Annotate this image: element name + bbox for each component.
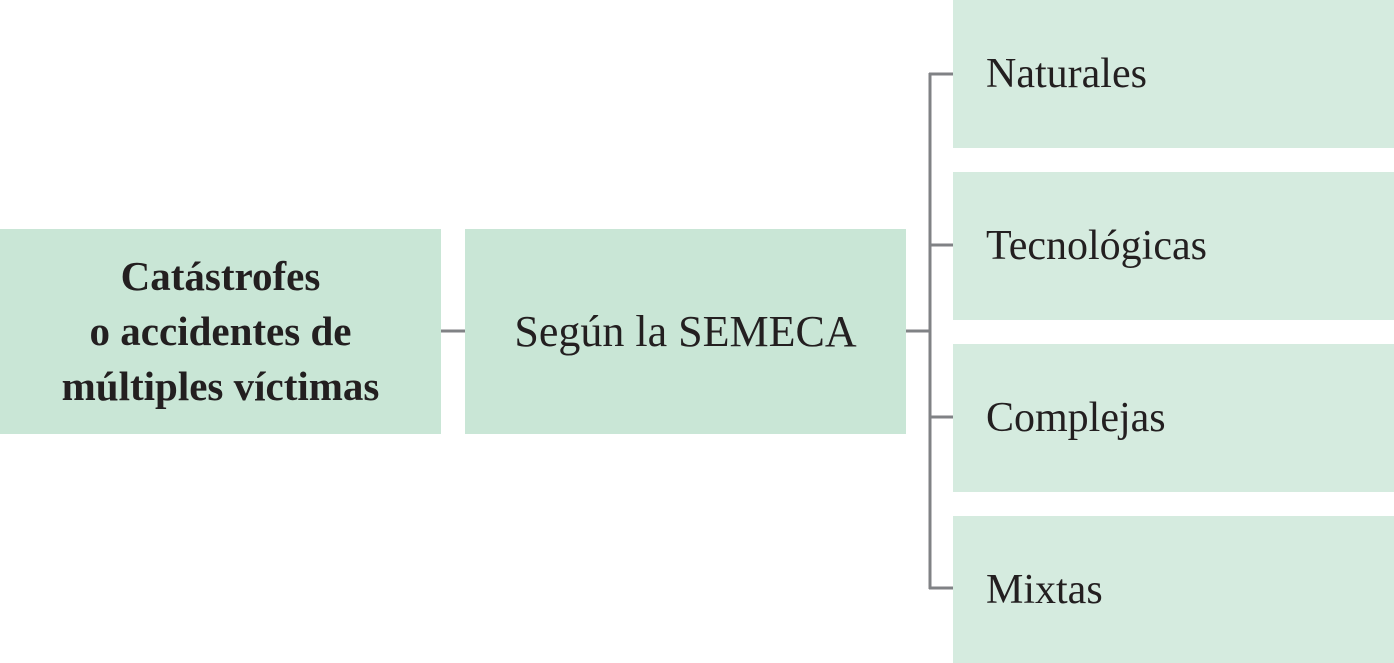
leaf-label: Complejas <box>986 395 1166 441</box>
middle-label: Según la SEMECA <box>514 307 857 356</box>
middle-node: Según la SEMECA <box>465 229 906 434</box>
root-label-line-3: múltiples víctimas <box>61 363 380 409</box>
leaf-label: Mixtas <box>986 566 1103 613</box>
leaf-node-naturales: Naturales <box>953 0 1394 148</box>
leaf-node-mixtas: Mixtas <box>953 516 1394 663</box>
leaf-label: Tecnológicas <box>986 223 1207 269</box>
root-label-line-1: Catástrofes <box>120 253 321 299</box>
leaf-label: Naturales <box>986 51 1147 97</box>
leaf-node-tecnologicas: Tecnológicas <box>953 172 1394 320</box>
root-node: Catástrofes o accidentes de múltiples ví… <box>0 229 441 434</box>
root-label-line-2: o accidentes de <box>89 308 352 354</box>
leaf-node-complejas: Complejas <box>953 344 1394 492</box>
